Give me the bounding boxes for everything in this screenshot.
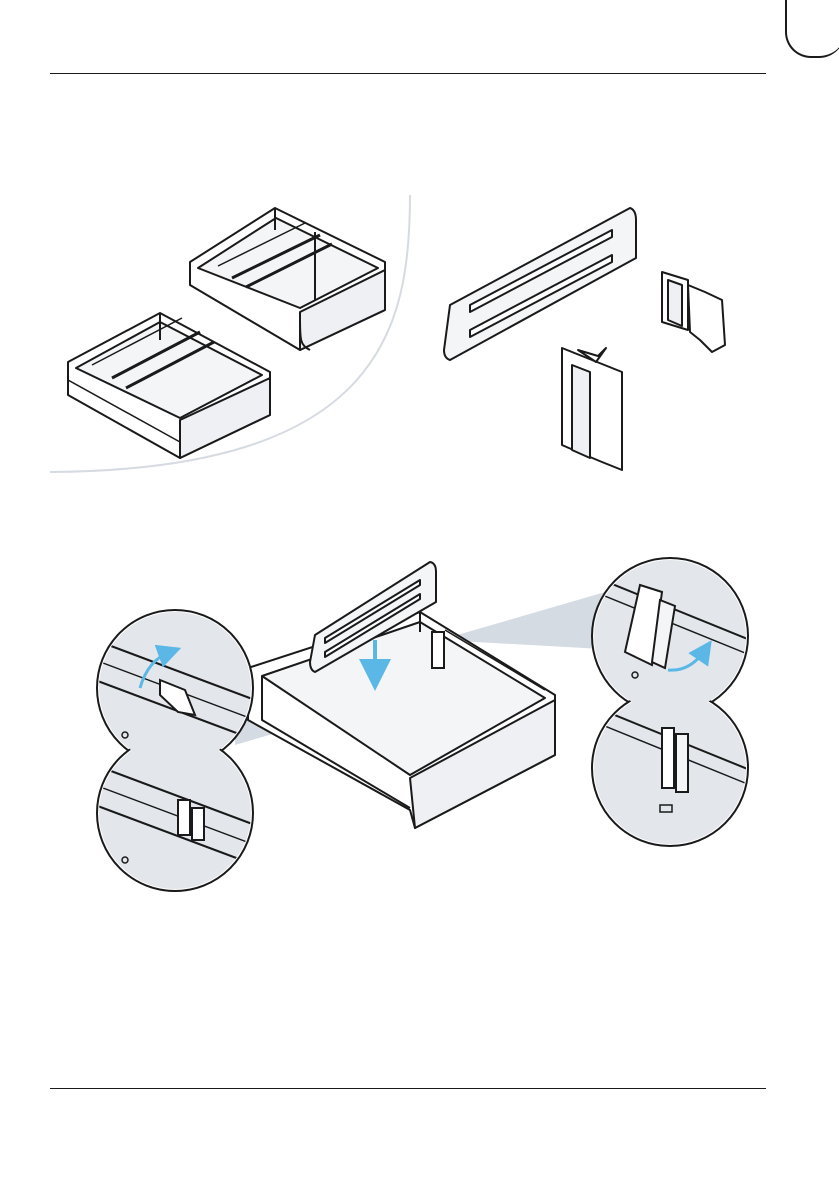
divider-clip-small — [662, 272, 725, 352]
divider-panel-part — [444, 208, 636, 360]
drawer-frame-front — [68, 313, 270, 458]
installation-figure — [95, 556, 750, 893]
callout-4-detail — [590, 688, 750, 848]
parts-overview-figure — [50, 195, 725, 472]
drawer-frame-rear — [190, 208, 385, 350]
divider-clip-tall — [562, 348, 622, 470]
divider-clip-mounted — [432, 632, 444, 668]
drawer-frame-main — [248, 612, 555, 828]
callout-2-detail — [95, 733, 255, 893]
